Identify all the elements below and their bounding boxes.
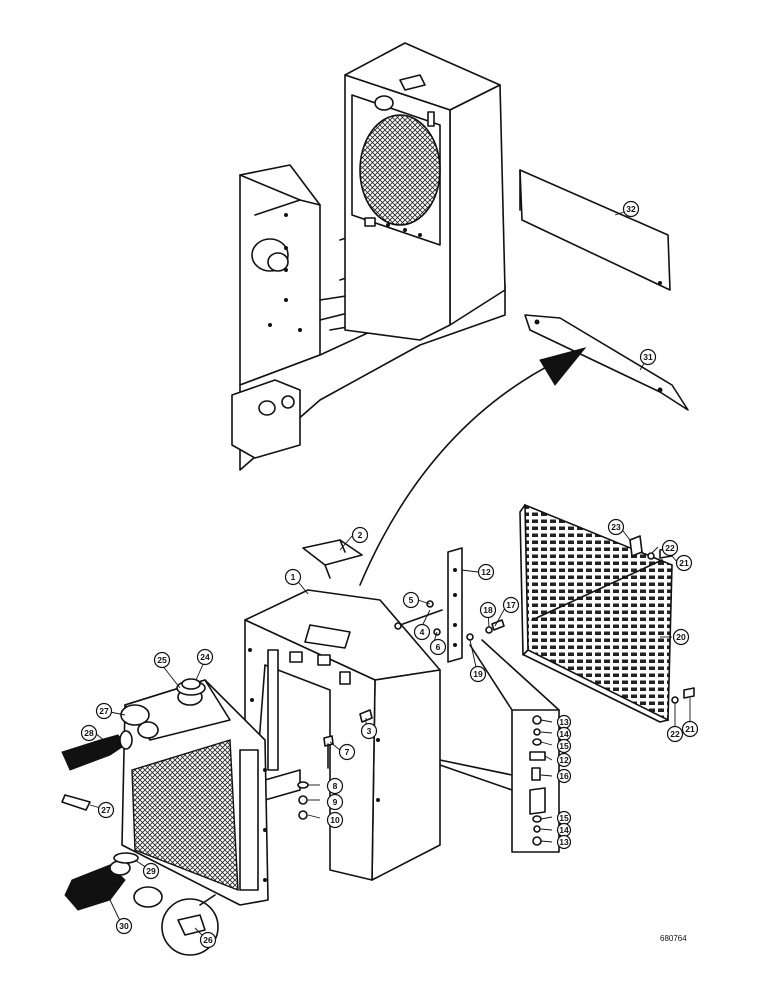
svg-text:12: 12	[481, 567, 491, 577]
svg-text:12: 12	[559, 755, 569, 765]
inset-callout-13-top: 13	[556, 714, 572, 730]
callout-27-top: 27	[95, 702, 113, 720]
upper-hose-28	[61, 730, 133, 811]
svg-text:29: 29	[146, 866, 156, 876]
callout-10: 10	[326, 811, 344, 829]
svg-text:7: 7	[345, 747, 350, 757]
side-panel-32	[519, 169, 671, 291]
hardware-4-5-6	[394, 600, 443, 636]
callout-7: 7	[338, 743, 356, 761]
callout-20: 20	[672, 628, 690, 646]
svg-text:5: 5	[409, 595, 414, 605]
shroud-1	[244, 589, 441, 881]
svg-text:21: 21	[685, 724, 695, 734]
svg-text:23: 23	[611, 522, 621, 532]
callout-17: 17	[502, 596, 520, 614]
svg-text:28: 28	[84, 728, 94, 738]
hardware-7-8-9-10	[297, 735, 334, 820]
callout-8: 8	[326, 777, 344, 795]
installed-shroud	[344, 42, 506, 341]
assembly-arrow	[359, 347, 587, 586]
lower-hose-30	[64, 852, 163, 911]
svg-text:22: 22	[670, 729, 680, 739]
svg-text:10: 10	[330, 815, 340, 825]
callout-29: 29	[142, 862, 160, 880]
svg-text:14: 14	[559, 825, 569, 835]
drawing-reference-number: 680764	[660, 934, 687, 943]
callout-21-top: 21	[675, 554, 693, 572]
svg-text:31: 31	[643, 352, 653, 362]
callout-31: 31	[639, 348, 657, 366]
callout-22-bottom: 22	[666, 725, 684, 743]
svg-text:24: 24	[200, 652, 210, 662]
svg-text:15: 15	[559, 813, 569, 823]
hardware-inset	[439, 639, 560, 853]
callout-32: 32	[622, 200, 640, 218]
grille-screen-20	[519, 503, 673, 723]
svg-text:2: 2	[358, 530, 363, 540]
svg-text:13: 13	[559, 717, 569, 727]
callout-12: 12	[477, 563, 495, 581]
callout-21-bottom: 21	[681, 720, 699, 738]
svg-text:18: 18	[483, 605, 493, 615]
callout-9: 9	[326, 793, 344, 811]
callout-19: 19	[469, 665, 487, 683]
svg-text:32: 32	[626, 204, 636, 214]
callout-18: 18	[479, 601, 497, 619]
bracket-12	[447, 547, 463, 663]
svg-text:26: 26	[203, 935, 213, 945]
svg-text:30: 30	[119, 921, 129, 931]
callout-26: 26	[199, 931, 217, 949]
callout-5: 5	[402, 591, 420, 609]
callout-27-bottom: 27	[97, 801, 115, 819]
callout-22-top: 22	[661, 539, 679, 557]
svg-text:15: 15	[559, 741, 569, 751]
svg-text:25: 25	[157, 655, 167, 665]
svg-text:22: 22	[665, 543, 675, 553]
svg-text:9: 9	[333, 797, 338, 807]
callout-1: 1	[284, 568, 302, 586]
hardware-3	[359, 709, 373, 723]
radiator-25	[120, 679, 269, 906]
callout-24: 24	[196, 648, 214, 666]
svg-text:16: 16	[559, 771, 569, 781]
radiator-cap-24	[176, 678, 206, 696]
callout-2: 2	[351, 526, 369, 544]
inset-callout-12: 12	[556, 752, 572, 768]
brace-31	[524, 314, 689, 411]
svg-text:4: 4	[420, 627, 425, 637]
svg-text:1: 1	[291, 572, 296, 582]
inset-callout-15-top: 15	[556, 738, 572, 754]
callout-4: 4	[413, 623, 431, 641]
inset-callout-16: 16	[556, 768, 572, 784]
svg-text:27: 27	[101, 805, 111, 815]
svg-text:8: 8	[333, 781, 338, 791]
callout-3: 3	[360, 722, 378, 740]
inset-callout-14-bottom: 14	[556, 822, 572, 838]
callout-25: 25	[153, 651, 171, 669]
svg-text:6: 6	[436, 642, 441, 652]
svg-text:20: 20	[676, 632, 686, 642]
svg-text:14: 14	[559, 729, 569, 739]
svg-text:21: 21	[679, 558, 689, 568]
callout-30: 30	[115, 917, 133, 935]
hardware-17-18-19	[466, 619, 505, 641]
inset-callout-13-bottom: 13	[556, 834, 572, 850]
svg-text:27: 27	[99, 706, 109, 716]
svg-text:19: 19	[473, 669, 483, 679]
callout-6: 6	[429, 638, 447, 656]
callout-23: 23	[607, 518, 625, 536]
svg-text:13: 13	[559, 837, 569, 847]
svg-text:17: 17	[506, 600, 516, 610]
svg-text:3: 3	[367, 726, 372, 736]
callout-28: 28	[80, 724, 98, 742]
bracket-2	[302, 539, 363, 579]
inset-callout-14-top: 14	[556, 726, 572, 742]
inset-callout-15-bottom: 15	[556, 810, 572, 826]
